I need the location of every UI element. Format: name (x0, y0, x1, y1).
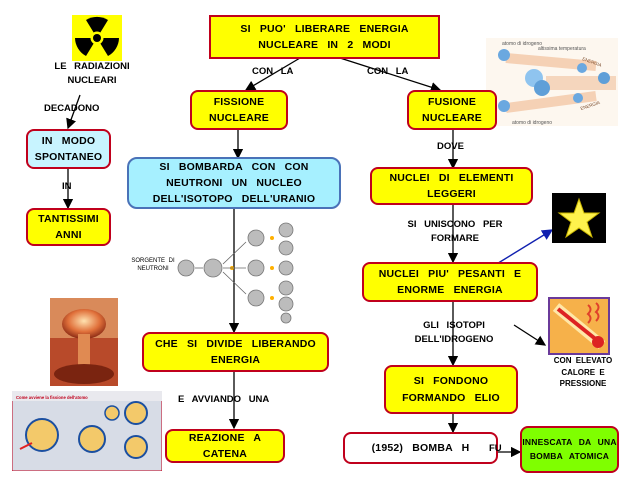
bombarda-text: SI BOMBARDA CON CON NEUTRONI UN NUCLEO D… (152, 160, 316, 206)
spontaneo-text: IN MODO SPONTANEO (34, 134, 103, 163)
thermometer-icon (548, 297, 610, 355)
fissione-con-la-label: CON LA (252, 66, 294, 77)
pesanti-text: NUCLEI PIU' PESANTI E ENORME ENERGIA (378, 267, 522, 296)
innescata-box: INNESCATA DA UNA BOMBA ATOMICA (520, 426, 619, 473)
radiation-icon (72, 15, 122, 61)
fission-chain-image (177, 222, 294, 324)
bombarda-box: SI BOMBARDA CON CON NEUTRONI UN NUCLEO D… (127, 157, 341, 209)
in-label: IN (62, 181, 72, 192)
bomba-box: (1952) BOMBA H (343, 432, 498, 464)
uniscono-label: SI UNISCONO PER FORMARE (407, 219, 503, 245)
divide-text: CHE SI DIVIDE LIBERANDO ENERGIA (155, 337, 316, 366)
star-icon (552, 193, 606, 243)
fusion-atom-label-1: atomo di idrogeno (502, 41, 542, 47)
radiazioni-label: LE RADIAZIONI NUCLEARI (54, 61, 130, 87)
sorgente-label: SORGENTE DI NEUTRONI (131, 258, 175, 273)
reazione-text: REAZIONE A CATENA (188, 431, 262, 460)
pesanti-box: NUCLEI PIU' PESANTI E ENORME ENERGIA (362, 262, 538, 302)
nuclei-box: NUCLEI DI ELEMENTI LEGGERI (370, 167, 533, 205)
fusion-energy-label-2: ENERGIA (580, 100, 601, 111)
decadono-label: DECADONO (44, 103, 100, 114)
divide-box: CHE SI DIVIDE LIBERANDO ENERGIA (142, 332, 329, 372)
fusione-con-la-label: CON LA (367, 66, 409, 77)
poster-title: Come avviene la fissione dell'atomo (16, 395, 88, 400)
fondono-text: SI FONDONO FORMANDO ELIO (402, 375, 500, 404)
title-text: SI PUO' LIBERARE ENERGIA NUCLEARE IN 2 M… (240, 22, 409, 51)
mushroom-cloud-image (50, 298, 118, 386)
fusion-image: atomo di idrogeno altissima temperatura … (486, 38, 618, 126)
fissione-box: FISSIONE NUCLEARE (190, 90, 288, 130)
title-box: SI PUO' LIBERARE ENERGIA NUCLEARE IN 2 M… (209, 15, 440, 59)
nuclei-text: NUCLEI DI ELEMENTI LEGGERI (389, 171, 514, 200)
spontaneo-box: IN MODO SPONTANEO (26, 129, 111, 169)
avviando-label: E AVVIANDO UNA (178, 394, 270, 405)
fusione-box: FUSIONE NUCLEARE (407, 90, 497, 130)
fissione-text: FISSIONE NUCLEARE (209, 95, 269, 124)
fusione-text: FUSIONE NUCLEARE (422, 95, 482, 124)
fusion-energy-label-1: ENERGIA (582, 56, 603, 68)
dove-label: DOVE (437, 141, 464, 152)
tantissimi-box: TANTISSIMI ANNI (26, 208, 111, 246)
elevato-label: CON ELEVATO CALORE E PRESSIONE (553, 356, 613, 389)
fusion-temperature-label: altissima temperatura (538, 46, 586, 52)
fusion-atom-label-2: atomo di idrogeno (512, 120, 552, 126)
isotopi-label: GLI ISOTOPI DELL'IDROGENO (414, 320, 494, 346)
fission-poster-image: Come avviene la fissione dell'atomo (12, 391, 162, 471)
bomba-text: (1952) BOMBA H (371, 441, 470, 454)
innescata-text: INNESCATA DA UNA BOMBA ATOMICA (522, 437, 617, 461)
reazione-box: REAZIONE A CATENA (165, 429, 285, 463)
fondono-box: SI FONDONO FORMANDO ELIO (384, 365, 518, 414)
fu-label: FU (489, 443, 502, 454)
tantissimi-text: TANTISSIMI ANNI (38, 212, 99, 241)
